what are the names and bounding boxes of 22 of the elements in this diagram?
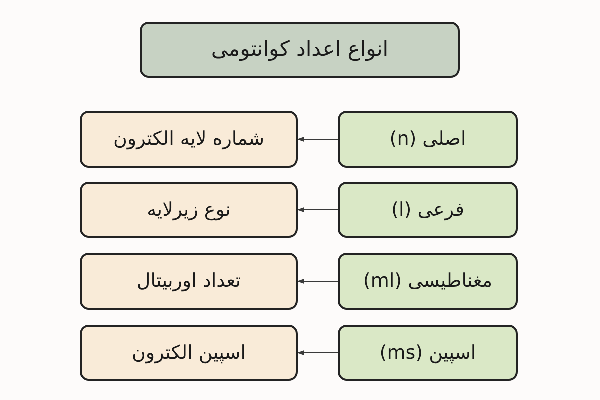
meaning-box (80, 325, 298, 381)
arrow (297, 279, 338, 284)
node-label: اصلی (n) (390, 128, 466, 151)
heading-box (140, 22, 460, 78)
meaning-box (80, 182, 298, 238)
node-label: مغناطیسی (ml) (363, 270, 493, 293)
node-label: شماره لایه الکترون (113, 128, 265, 151)
arrow (297, 350, 338, 356)
quantum-number-box (338, 325, 518, 381)
quantum-number-box (338, 253, 518, 310)
heading-text: انواع اعداد کوانتومی (211, 37, 389, 63)
quantum-number-box (338, 111, 518, 168)
meaning-box (80, 253, 298, 310)
node-label: تعداد اوربیتال (136, 270, 242, 293)
meaning-box (80, 111, 298, 168)
node-label: اسپین الکترون (132, 342, 246, 364)
node-label: فرعی (l) (392, 198, 464, 222)
arrow (297, 137, 338, 142)
quantum-number-box (338, 182, 518, 238)
node-label: نوع زیرلایه (147, 198, 231, 222)
node-label: اسپین (ms) (380, 342, 476, 364)
arrow (297, 208, 338, 212)
